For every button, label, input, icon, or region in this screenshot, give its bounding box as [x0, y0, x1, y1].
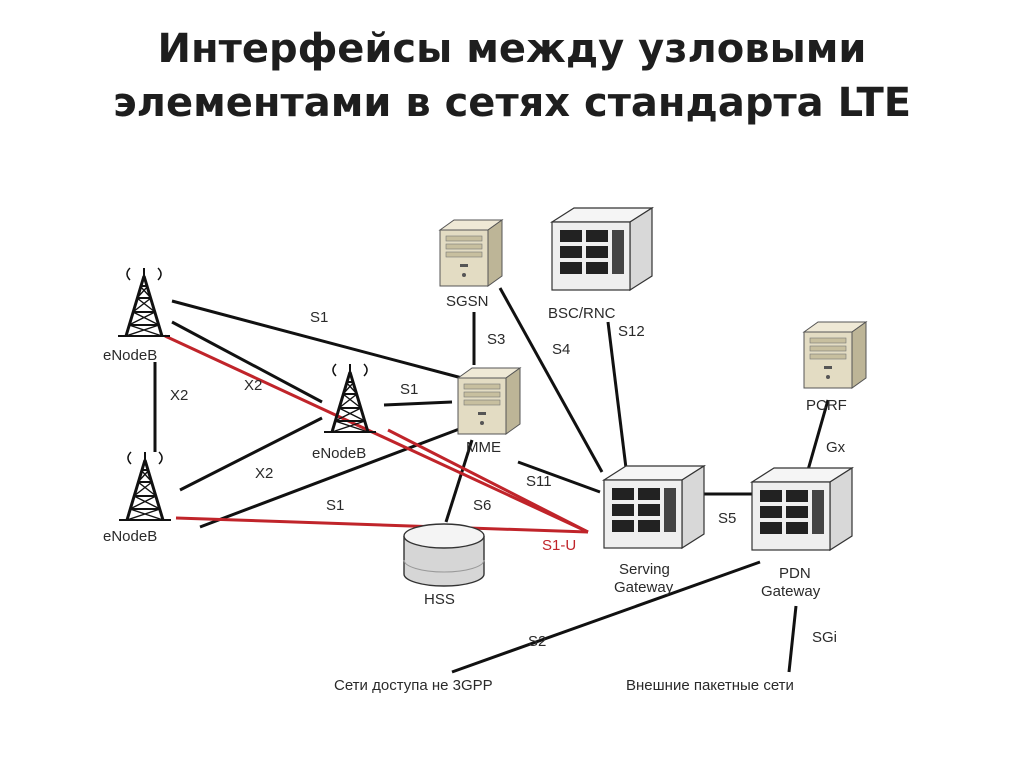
slide-title: Интерфейсы между узловыми элементами в с…	[0, 22, 1024, 130]
label-s1-bottom: S1	[326, 497, 344, 514]
link-x2-enb2-enb3	[179, 416, 323, 492]
enodeb-3-label: eNodeB	[312, 445, 366, 462]
label-s11: S11	[526, 473, 552, 490]
pgw-label-line1: PDN	[779, 565, 811, 582]
gateway-rack-icon	[603, 465, 705, 549]
pdn-gateway-node: PDN Gateway	[751, 467, 853, 600]
hss-label: HSS	[424, 591, 455, 608]
link-s1-enb3-mme	[383, 400, 453, 407]
user-plane-links	[164, 334, 589, 534]
rack-server-icon	[551, 207, 653, 291]
label-gx: Gx	[826, 439, 846, 456]
link-s1u-enb1-sgw	[164, 334, 589, 534]
enodeb-1: eNodeB	[103, 266, 172, 364]
pcrf-label: PCRF	[806, 397, 847, 414]
link-s1-enb1-mme	[171, 299, 463, 380]
cell-tower-icon	[116, 266, 172, 338]
mme-node: MME	[457, 367, 521, 456]
mme-label: MME	[466, 439, 501, 456]
enodeb-1-label: eNodeB	[103, 347, 157, 364]
label-x2-upper: X2	[244, 377, 262, 394]
label-s1u: S1-U	[542, 537, 576, 554]
label-x2-left: X2	[170, 387, 188, 404]
control-links	[153, 287, 830, 674]
link-s12-rnc-sgw	[606, 321, 628, 469]
cell-tower-icon	[117, 450, 173, 522]
sgsn-node: SGSN	[439, 219, 503, 310]
label-s1-mid: S1	[400, 381, 418, 398]
enodeb-3: eNodeB	[312, 362, 378, 462]
pcrf-node: PCRF	[803, 321, 867, 414]
label-s3: S3	[487, 331, 505, 348]
title-line-2: элементами в сетях стандарта LTE	[112, 80, 912, 126]
link-s6-mme-hss	[444, 439, 474, 523]
sgw-label-line2: Gateway	[614, 579, 674, 596]
label-s5: S5	[718, 510, 736, 527]
non-3gpp-networks-label: Сети доступа не 3GPP	[334, 677, 493, 694]
pgw-label-line2: Gateway	[761, 583, 821, 600]
server-icon	[439, 219, 503, 287]
database-icon	[403, 523, 485, 587]
server-icon	[803, 321, 867, 389]
server-icon	[457, 367, 521, 435]
link-gx-pcrf-pgw	[806, 399, 830, 471]
label-s2: S2	[528, 633, 546, 650]
label-s1-top: S1	[310, 309, 328, 326]
interface-labels: S1 X2 X2 X2 S1 S1 S3 S4 S12 S6 S11 S1-U …	[170, 309, 846, 650]
serving-gateway-node: Serving Gateway	[603, 465, 705, 596]
hss-node: HSS	[403, 523, 485, 608]
label-s4: S4	[552, 341, 570, 358]
cell-tower-icon	[322, 362, 378, 434]
enodeb-2-label: eNodeB	[103, 528, 157, 545]
sgsn-label: SGSN	[446, 293, 489, 310]
link-sgi-pgw-external	[787, 605, 798, 673]
enodeb-2: eNodeB	[103, 450, 173, 545]
bsc-rnc-label: BSC/RNC	[548, 305, 616, 322]
bsc-rnc-node: BSC/RNC	[548, 207, 653, 322]
link-s1u-enb3-sgw	[387, 428, 589, 534]
link-s1u-enb2-sgw	[175, 516, 589, 534]
external-networks: Сети доступа не 3GPP Внешние пакетные се…	[334, 677, 794, 694]
link-s11-mme-sgw	[517, 460, 601, 494]
link-s2-non3gpp-pgw	[451, 560, 761, 674]
label-x2-lower: X2	[255, 465, 273, 482]
link-x2-enb1-enb3	[171, 320, 323, 404]
gateway-rack-icon	[751, 467, 853, 551]
label-sgi: SGi	[812, 629, 837, 646]
link-s4-sgsn-sgw	[498, 287, 604, 473]
title-line-1: Интерфейсы между узловыми	[157, 26, 867, 72]
sgw-label-line1: Serving	[619, 561, 670, 578]
external-pdn-label: Внешние пакетные сети	[626, 677, 794, 694]
label-s12: S12	[618, 323, 645, 340]
label-s6: S6	[473, 497, 491, 514]
